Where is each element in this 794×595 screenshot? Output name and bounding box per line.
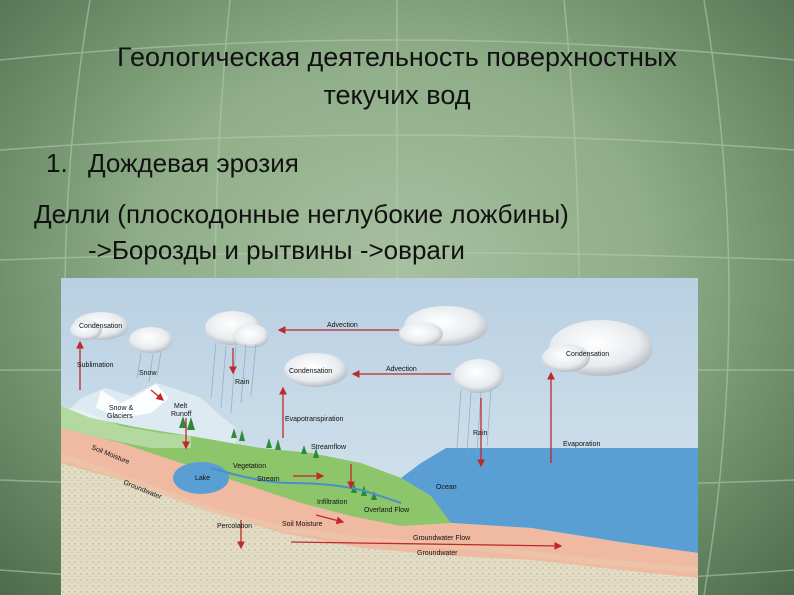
label-sublimation: Sublimation [77, 362, 114, 369]
label-rain-left: Rain [235, 379, 250, 386]
list-item-2-line-2: ->Борозды и рытвины ->овраги [34, 232, 754, 268]
label-groundwater-flow: Groundwater Flow [413, 535, 471, 542]
label-percolation: Percolation [217, 523, 252, 530]
label-snow-glaciers-2: Glaciers [107, 413, 133, 420]
list-item-2-line-1: Делли (плоскодонные неглубокие ложбины) [34, 199, 569, 229]
list-item-1-number: 1. [46, 148, 88, 179]
label-evapotranspiration: Evapotranspiration [285, 416, 343, 423]
label-condensation-right: Condensation [566, 351, 609, 358]
label-rain-right: Rain [473, 430, 488, 437]
label-snow-glaciers-1: Snow & [109, 405, 133, 412]
label-condensation-mid: Condensation [289, 368, 332, 375]
label-melt-runoff-1: Melt [174, 403, 187, 410]
label-condensation-left: Condensation [79, 323, 122, 330]
label-melt-runoff-2: Runoff [171, 411, 192, 418]
label-groundwater-bottom: Groundwater [417, 550, 458, 557]
list-item-2: Делли (плоскодонные неглубокие ложбины) … [34, 196, 754, 268]
title-line-2: текучих вод [0, 76, 794, 114]
label-evaporation: Evaporation [563, 441, 600, 448]
list-item-1: 1.Дождевая эрозия [46, 148, 299, 179]
cloud-rain-right [454, 359, 504, 393]
title-line-1: Геологическая деятельность поверхностных [0, 38, 794, 76]
label-streamflow: Streamflow [311, 444, 347, 451]
water-cycle-diagram: Condensation Sublimation Snow Snow & Gla… [61, 278, 698, 595]
water-cycle-svg: Condensation Sublimation Snow Snow & Gla… [61, 278, 698, 595]
slide-title: Геологическая деятельность поверхностных… [0, 38, 794, 114]
label-stream: Stream [257, 476, 280, 483]
label-soil-moisture-mid: Soil Moisture [282, 521, 323, 528]
label-ocean: Ocean [436, 484, 457, 491]
list-item-1-text: Дождевая эрозия [88, 148, 299, 178]
cloud-snow [129, 327, 173, 353]
label-snow: Snow [139, 370, 157, 377]
label-advection-top: Advection [327, 322, 358, 329]
label-infiltration: Infiltration [317, 499, 347, 506]
label-vegetation: Vegetation [233, 463, 266, 470]
label-lake: Lake [195, 475, 210, 482]
label-advection-mid: Advection [386, 366, 417, 373]
label-overland-flow: Overland Flow [364, 507, 410, 514]
